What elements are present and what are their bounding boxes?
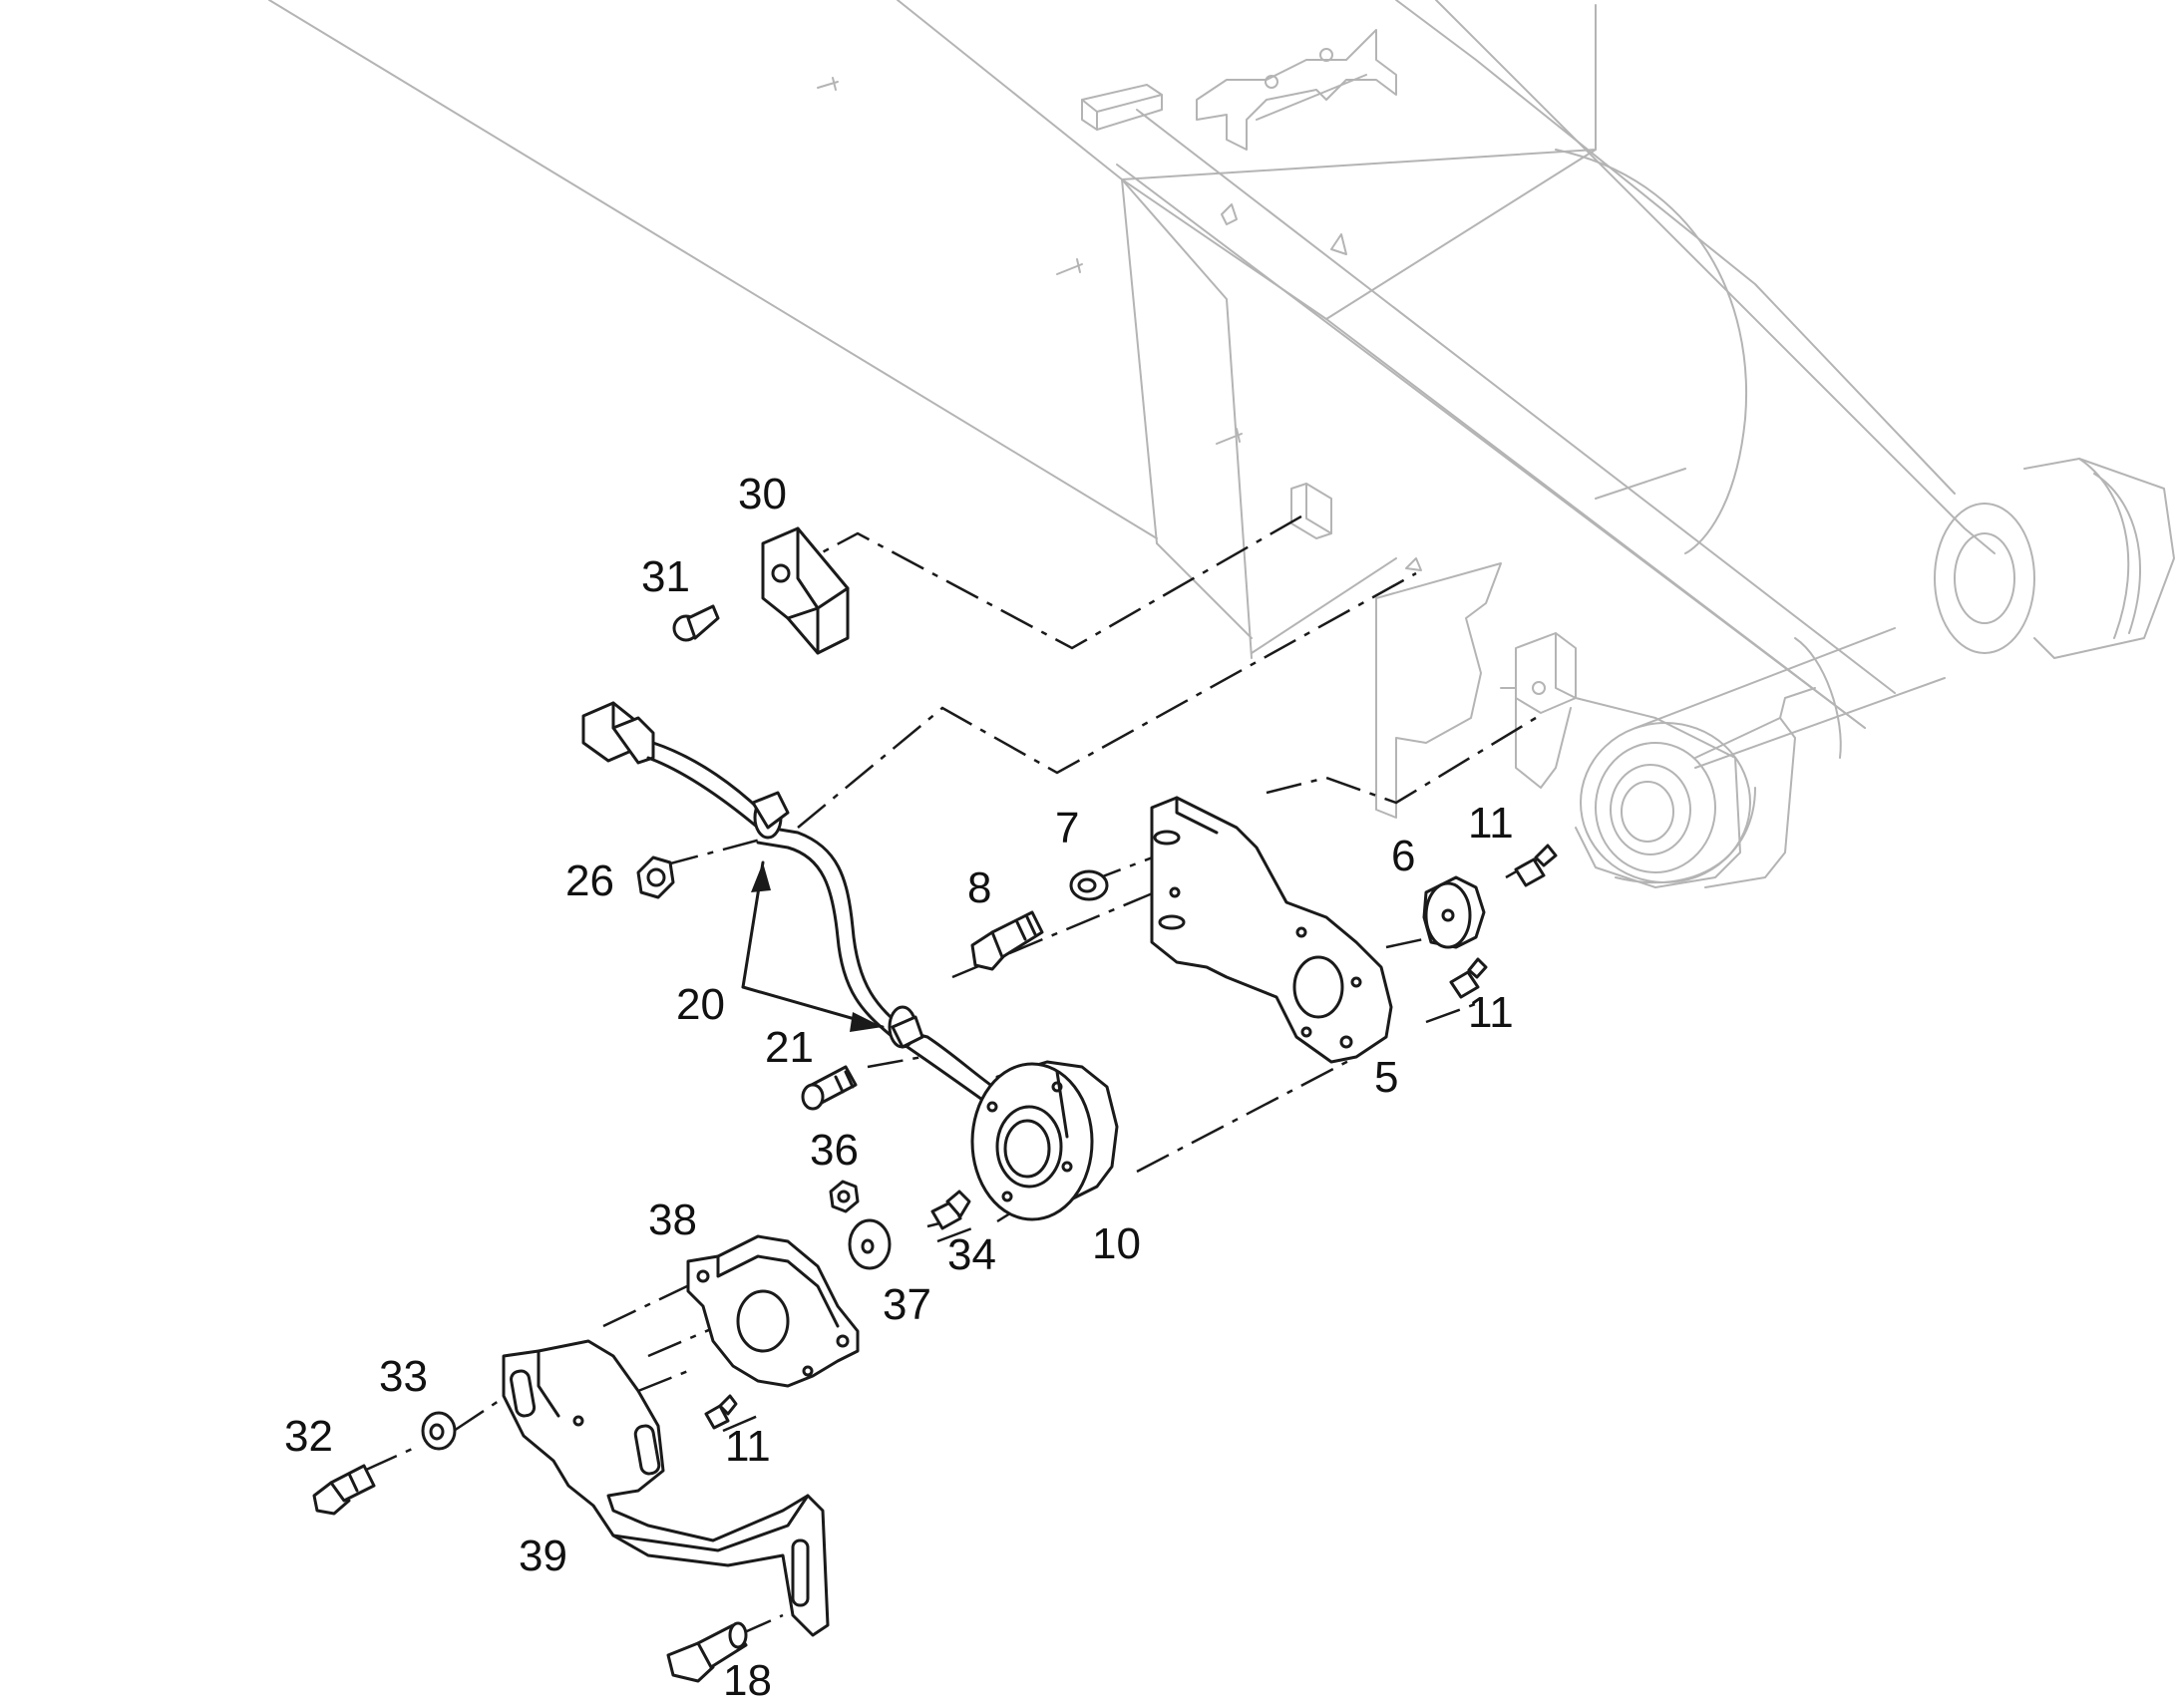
part-37-washer [848, 1218, 892, 1270]
boom-frame-background [268, 0, 2175, 888]
callout-8: 8 [967, 863, 991, 912]
part-33-washer [421, 1411, 457, 1451]
callout-11-right: 11 [1468, 988, 1514, 1037]
part-39-arm-bracket [502, 1339, 830, 1637]
part-31-screw [672, 604, 720, 642]
callout-18: 18 [723, 1656, 772, 1705]
callout-34: 34 [947, 1230, 996, 1279]
part-21-screw [801, 1065, 858, 1111]
callout-30: 30 [738, 470, 787, 518]
callout-11-bottom: 11 [725, 1422, 771, 1471]
part-30-clip [761, 526, 850, 655]
callout-33: 33 [379, 1352, 428, 1401]
callout-26: 26 [565, 856, 614, 905]
part-11-screw-c [704, 1394, 738, 1430]
part-18-pin [666, 1621, 748, 1683]
part-26-nut [636, 855, 675, 899]
callout-labels: 30 31 26 20 21 8 7 6 11 11 5 36 38 34 10… [284, 470, 1514, 1705]
callout-7: 7 [1055, 804, 1079, 853]
callout-38: 38 [648, 1196, 697, 1244]
part-34-screw [930, 1190, 971, 1230]
leader-20 [741, 860, 885, 1032]
callout-39: 39 [519, 1532, 567, 1580]
callout-31: 31 [641, 552, 690, 601]
part-10-encoder [970, 1060, 1119, 1221]
part-8-bolt [970, 910, 1044, 971]
callout-32: 32 [284, 1412, 333, 1461]
callout-10: 10 [1092, 1219, 1141, 1268]
callout-6: 6 [1391, 832, 1415, 880]
part-11-screw-a [1514, 844, 1558, 887]
callout-37: 37 [883, 1280, 931, 1329]
callout-5: 5 [1374, 1053, 1398, 1102]
part-5-plate [1150, 796, 1393, 1064]
callout-11-top: 11 [1468, 799, 1514, 848]
callout-21: 21 [765, 1023, 814, 1072]
part-38-bracket [686, 1234, 860, 1388]
part-7-washer [1069, 869, 1109, 901]
part-20-cable [581, 701, 1009, 1109]
callout-20: 20 [676, 980, 725, 1029]
part-32-bolt [312, 1464, 376, 1516]
callout-36: 36 [810, 1126, 859, 1175]
part-11-screw-b [1449, 957, 1488, 999]
assembly-lines [363, 512, 1542, 1637]
part-6-spacer [1422, 875, 1486, 949]
part-36-nut [829, 1180, 860, 1213]
